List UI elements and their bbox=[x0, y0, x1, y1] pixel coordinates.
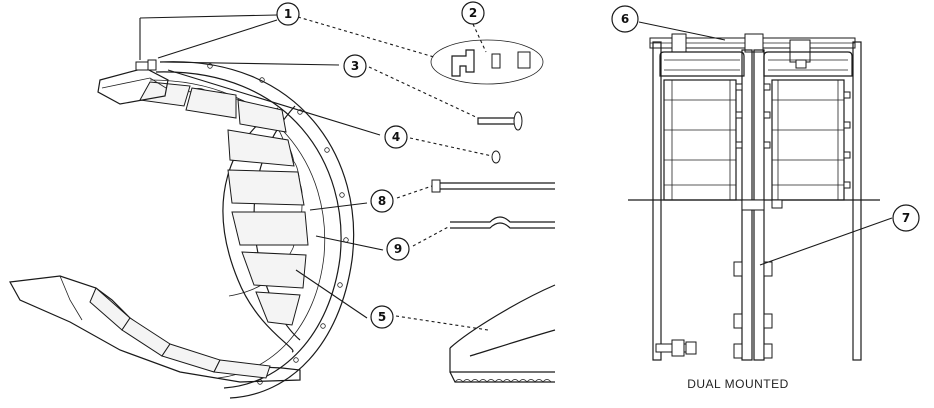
callout-4: 4 bbox=[384, 125, 408, 149]
hex-nut-fitting bbox=[517, 51, 531, 69]
svg-text:4: 4 bbox=[392, 130, 400, 144]
callout-5: 5 bbox=[370, 305, 394, 329]
friction-shoe-section bbox=[449, 284, 556, 383]
dual-mounted-section-view bbox=[628, 33, 880, 361]
flange-bolt-holes bbox=[207, 63, 349, 385]
left-drum bbox=[659, 51, 745, 201]
svg-text:2: 2 bbox=[469, 6, 477, 20]
shaft-bolts bbox=[733, 199, 783, 359]
svg-text:5: 5 bbox=[378, 310, 386, 324]
fitting-detail-ellipse bbox=[430, 39, 544, 85]
callout-6: 6 bbox=[611, 5, 639, 33]
exploded-parts bbox=[430, 39, 556, 383]
clutch-ring-assembly bbox=[9, 59, 355, 399]
friction-pads bbox=[139, 81, 309, 326]
leader-lines-left bbox=[139, 14, 493, 331]
svg-text:7: 7 bbox=[902, 211, 910, 225]
elbow-fitting bbox=[451, 49, 475, 77]
callout-7: 7 bbox=[892, 204, 920, 232]
washer bbox=[491, 150, 501, 164]
leader-lines-right bbox=[638, 21, 893, 266]
caption-dual-mounted: DUAL MOUNTED bbox=[687, 377, 789, 391]
svg-text:8: 8 bbox=[378, 194, 386, 208]
svg-text:6: 6 bbox=[621, 12, 629, 26]
callout-2: 2 bbox=[461, 1, 485, 25]
wavy-spring-strip bbox=[450, 216, 555, 229]
right-drum bbox=[763, 51, 853, 201]
callout-9: 9 bbox=[386, 237, 410, 261]
callout-3: 3 bbox=[343, 54, 367, 78]
callout-1: 1 bbox=[276, 2, 300, 26]
svg-text:1: 1 bbox=[284, 7, 292, 21]
retaining-pin bbox=[477, 117, 516, 125]
svg-text:3: 3 bbox=[351, 59, 359, 73]
callout-8: 8 bbox=[370, 189, 394, 213]
svg-text:9: 9 bbox=[394, 242, 402, 256]
release-spring-rod bbox=[431, 179, 555, 193]
nipple-fitting bbox=[491, 53, 501, 69]
bottom-fitting bbox=[655, 339, 697, 357]
side-studs bbox=[735, 83, 851, 189]
